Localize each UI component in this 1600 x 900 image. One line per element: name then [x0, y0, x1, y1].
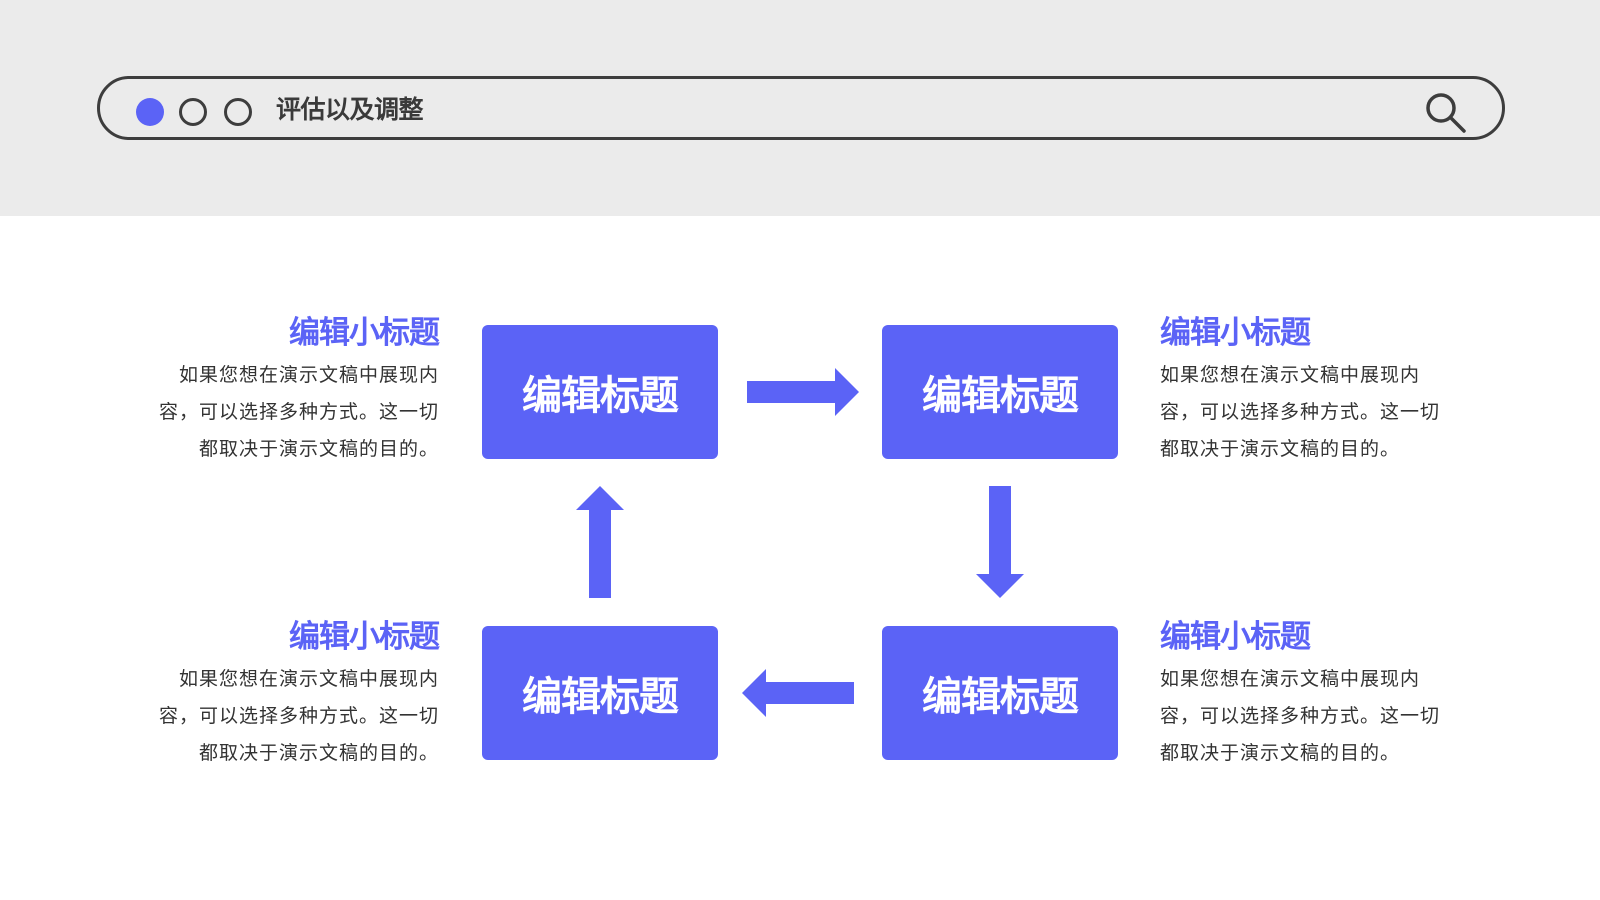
note-title: 编辑小标题 — [1160, 315, 1311, 351]
process-box-label: 编辑标题 — [922, 674, 1079, 720]
note-title: 编辑小标题 — [289, 315, 440, 351]
search-bar[interactable]: 评估以及调整 — [97, 76, 1505, 140]
note-line: 如果您想在演示文稿中展现内 — [178, 364, 439, 386]
process-box-label: 编辑标题 — [522, 373, 679, 419]
process-box-bottom-left[interactable]: 编辑标题 — [482, 626, 718, 760]
dot-outline-icon — [179, 98, 207, 126]
note-line: 如果您想在演示文稿中展现内 — [178, 668, 439, 690]
process-box-top-left[interactable]: 编辑标题 — [482, 325, 718, 459]
note-line: 都取决于演示文稿的目的。 — [1160, 742, 1401, 764]
note-line: 容，可以选择多种方式。这一切 — [158, 705, 439, 727]
note-bottom-right: 编辑小标题 如果您想在演示文稿中展现内 容，可以选择多种方式。这一切 都取决于演… — [1160, 617, 1480, 772]
note-text: 如果您想在演示文稿中展现内 容，可以选择多种方式。这一切 都取决于演示文稿的目的… — [119, 357, 439, 468]
note-text: 如果您想在演示文稿中展现内 容，可以选择多种方式。这一切 都取决于演示文稿的目的… — [1160, 357, 1480, 468]
process-box-top-right[interactable]: 编辑标题 — [882, 325, 1118, 459]
note-line: 容，可以选择多种方式。这一切 — [158, 401, 439, 423]
process-box-label: 编辑标题 — [522, 674, 679, 720]
note-bottom-left: 编辑小标题 如果您想在演示文稿中展现内 容，可以选择多种方式。这一切 都取决于演… — [119, 617, 440, 772]
note-line: 都取决于演示文稿的目的。 — [198, 742, 439, 764]
note-line: 容，可以选择多种方式。这一切 — [1160, 401, 1441, 423]
note-line: 如果您想在演示文稿中展现内 — [1160, 364, 1421, 386]
search-icon[interactable] — [1422, 89, 1470, 137]
dot-outline-icon — [224, 98, 252, 126]
arrow-right-icon — [747, 368, 859, 416]
arrow-up-icon — [576, 486, 624, 598]
note-title: 编辑小标题 — [1160, 619, 1311, 655]
note-line: 容，可以选择多种方式。这一切 — [1160, 705, 1441, 727]
arrow-down-icon — [976, 486, 1024, 598]
note-line: 都取决于演示文稿的目的。 — [198, 438, 439, 460]
arrow-left-icon — [742, 669, 854, 717]
note-text: 如果您想在演示文稿中展现内 容，可以选择多种方式。这一切 都取决于演示文稿的目的… — [119, 661, 439, 772]
note-top-left: 编辑小标题 如果您想在演示文稿中展现内 容，可以选择多种方式。这一切 都取决于演… — [119, 313, 440, 468]
note-line: 如果您想在演示文稿中展现内 — [1160, 668, 1421, 690]
process-box-bottom-right[interactable]: 编辑标题 — [882, 626, 1118, 760]
note-line: 都取决于演示文稿的目的。 — [1160, 438, 1401, 460]
search-bar-title: 评估以及调整 — [276, 95, 424, 124]
dot-filled-icon — [136, 98, 164, 126]
process-box-label: 编辑标题 — [922, 373, 1079, 419]
note-top-right: 编辑小标题 如果您想在演示文稿中展现内 容，可以选择多种方式。这一切 都取决于演… — [1160, 313, 1480, 468]
note-text: 如果您想在演示文稿中展现内 容，可以选择多种方式。这一切 都取决于演示文稿的目的… — [1160, 661, 1480, 772]
header-band: 评估以及调整 — [0, 0, 1600, 216]
note-title: 编辑小标题 — [289, 619, 440, 655]
